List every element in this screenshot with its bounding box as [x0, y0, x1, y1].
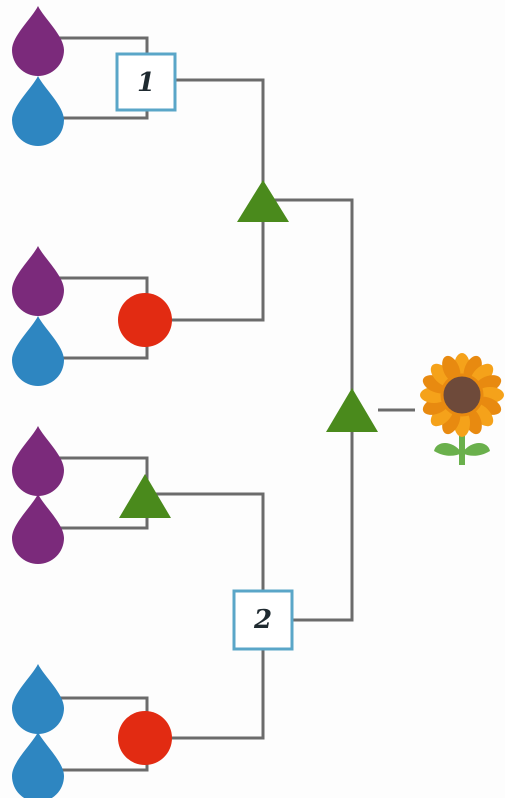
box-2: 2: [232, 589, 294, 651]
blue-drop-icon: [12, 76, 64, 146]
connector-triangleA-triangleC: [263, 198, 354, 392]
green-triangle-node: [119, 474, 171, 518]
drops-group: [12, 6, 64, 798]
connector-circle1-triangleA: [170, 222, 265, 322]
blue-drop-icon: [12, 664, 64, 734]
green-triangle-node: [326, 388, 378, 432]
connector-box2-triangleC: [292, 432, 354, 622]
sunflower-icon: [420, 353, 504, 465]
purple-drop-icon: [12, 426, 64, 496]
red-circle-node: [118, 711, 172, 765]
connector-triangleB-box2: [147, 492, 265, 592]
connector-circle2-box2: [170, 650, 265, 740]
box-1-label: 1: [137, 68, 155, 98]
purple-drop-icon: [12, 6, 64, 76]
red-circle-node: [118, 293, 172, 347]
blue-drop-icon: [12, 316, 64, 386]
box-2-label: 2: [253, 605, 272, 635]
box-1: 1: [115, 52, 177, 112]
purple-drop-icon: [12, 246, 64, 316]
blue-drop-icon: [12, 732, 64, 798]
purple-drop-icon: [12, 494, 64, 564]
connector-box1-triangleA: [175, 78, 265, 185]
green-triangle-node: [237, 180, 289, 222]
